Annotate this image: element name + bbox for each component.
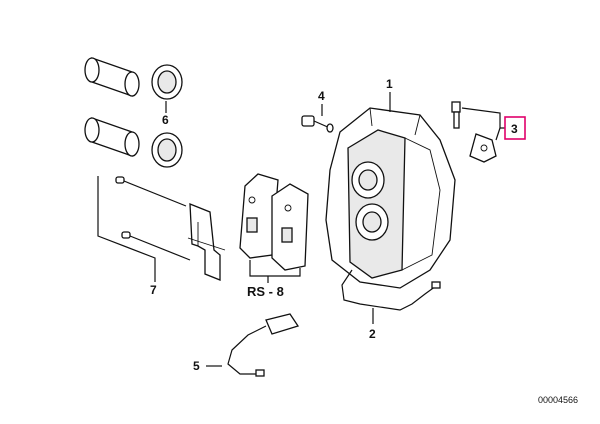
label-6: 6	[162, 113, 169, 127]
wear-sensor-rear[interactable]	[341, 269, 441, 324]
label-2: 2	[369, 327, 376, 341]
upper-piston[interactable]	[84, 57, 140, 97]
label-4: 4	[318, 89, 325, 103]
brake-pad-right[interactable]	[271, 183, 309, 271]
brake-pad-set[interactable]	[239, 173, 309, 283]
pin-set[interactable]	[97, 176, 226, 282]
bolt[interactable]	[301, 104, 334, 133]
piston-assembly[interactable]	[84, 57, 183, 168]
lower-seal[interactable]	[151, 132, 183, 168]
label-3-highlight-box	[504, 116, 526, 140]
upper-seal[interactable]	[151, 64, 183, 100]
brake-caliper[interactable]	[325, 92, 456, 289]
label-5: 5	[193, 359, 200, 373]
label-3: 3	[511, 122, 518, 136]
label-1: 1	[386, 77, 393, 91]
guide-pin-lower[interactable]	[121, 231, 191, 261]
wear-sensor-front[interactable]	[206, 313, 300, 377]
drawing-code: 00004566	[538, 395, 578, 405]
guide-pin-upper[interactable]	[115, 176, 187, 207]
bracket[interactable]	[451, 101, 510, 163]
label-7: 7	[150, 283, 157, 297]
spring-clip[interactable]	[187, 203, 226, 281]
label-rs-8: RS - 8	[247, 284, 284, 299]
lower-piston[interactable]	[84, 117, 140, 157]
